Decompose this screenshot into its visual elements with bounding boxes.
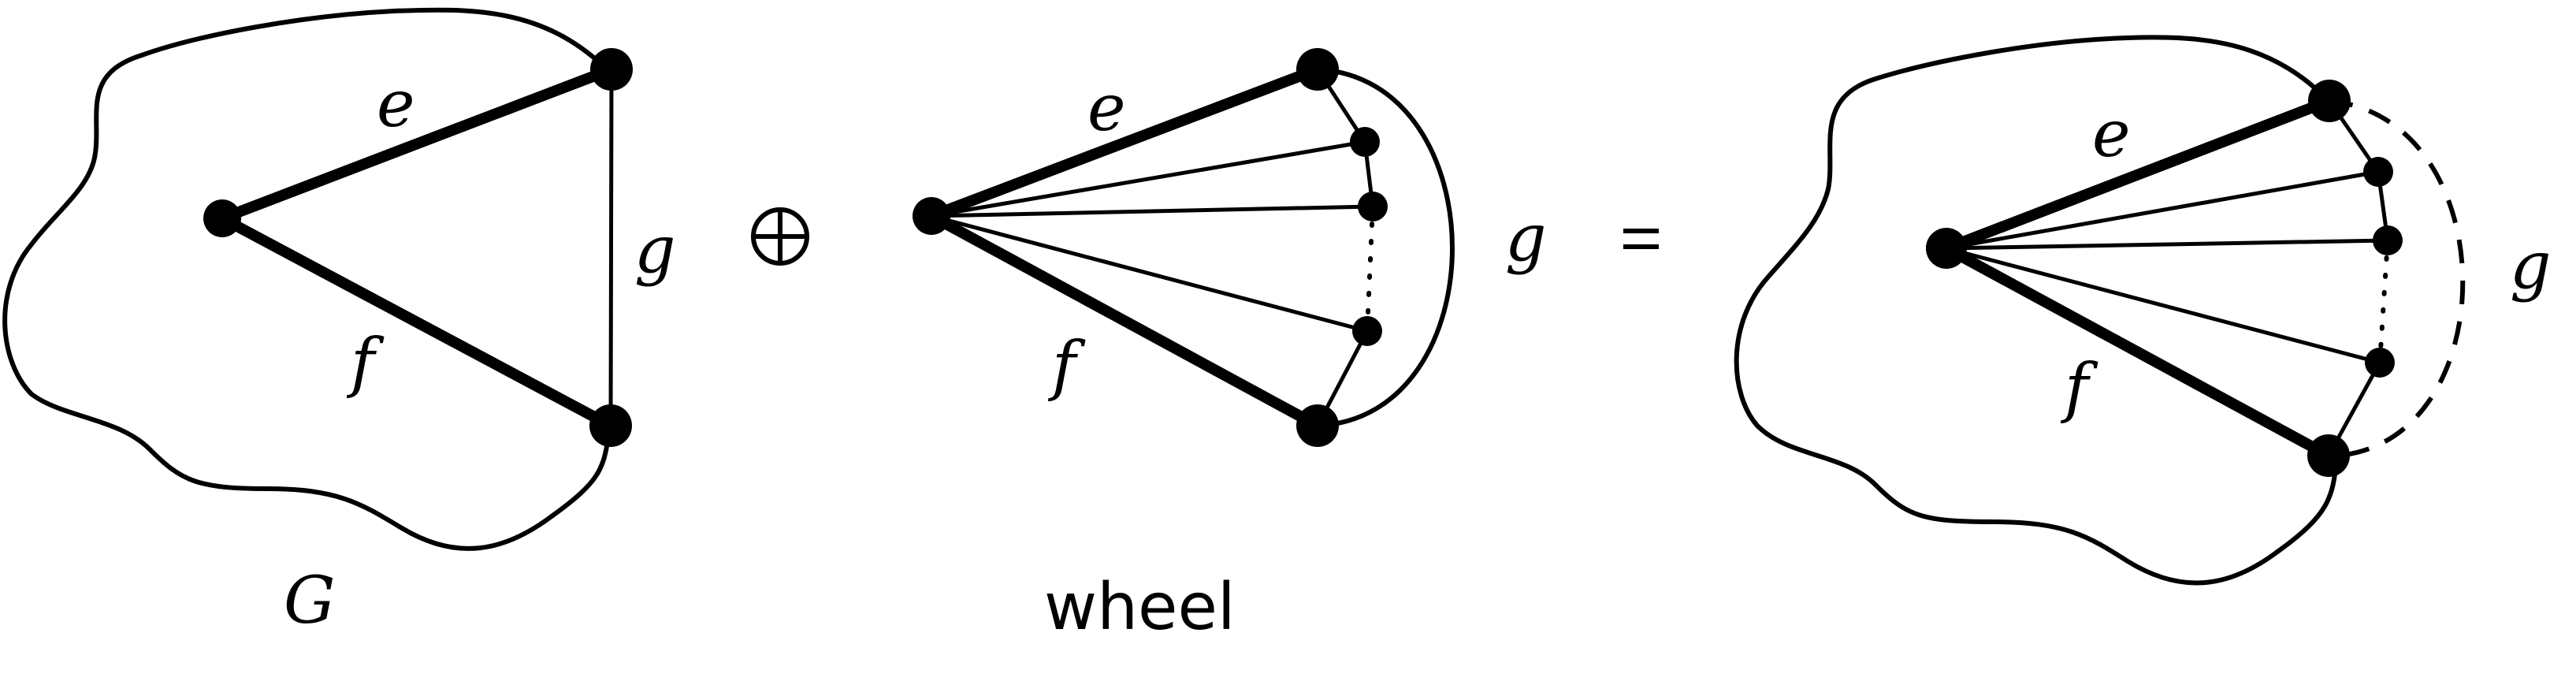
edge-e-label: e: [377, 67, 415, 142]
wheel-rim-vertex-3: [1358, 192, 1388, 222]
spoke-f: [926, 210, 1323, 431]
rim-dotted: [1365, 204, 1375, 333]
result-hub: [1926, 228, 1967, 269]
result-vertex-2: [2363, 157, 2393, 187]
wheel-rim-vertex-top: [1296, 48, 1339, 91]
equals-operator: [1623, 229, 1659, 249]
panel-graph-g: e f g G: [2, 7, 676, 638]
result-spoke-3: [1946, 238, 2388, 251]
edge-f: [217, 213, 616, 431]
edge-g-label: g: [634, 213, 676, 288]
region-boundary-g: [2, 7, 613, 551]
spoke-4: [931, 214, 1368, 333]
caption-wheel: wheel: [1044, 570, 1236, 645]
wheel-rim-vertex-bottom: [1296, 404, 1339, 447]
wheel-rim-vertex-2: [1350, 127, 1380, 157]
edge-e: [217, 64, 617, 224]
result-vertex-bottom: [2307, 434, 2350, 477]
wheel-edge-e-label: e: [1087, 71, 1126, 146]
edge-f-label: f: [346, 326, 385, 400]
result-vertex-top: [2308, 80, 2351, 122]
result-dashed-g: [2329, 99, 2466, 458]
spoke-e: [926, 64, 1323, 222]
panel-wheel: e f g wheel: [913, 48, 1547, 645]
result-edge-e-label: e: [2092, 97, 2131, 172]
vertex-bottom: [589, 404, 632, 447]
wheel-hub: [913, 197, 950, 235]
result-rim-dotted: [2377, 238, 2390, 365]
result-vertex-4: [2365, 348, 2395, 378]
vertex-hub: [203, 199, 241, 237]
wheel-edge-g-label: g: [1505, 201, 1547, 276]
vertex-top: [590, 48, 633, 91]
panel-result: e f g: [1734, 35, 2552, 586]
wheel-edge-f-label: f: [1047, 329, 1086, 404]
oplus-operator: [751, 207, 809, 266]
caption-g: G: [284, 564, 336, 638]
result-spoke-e: [1941, 95, 2335, 254]
result-spoke-f: [1941, 243, 2334, 461]
wheel-outer-arc: [1317, 67, 1455, 428]
result-edge-f-label: f: [2060, 351, 2098, 426]
spoke-3: [931, 204, 1373, 218]
result-edge-g-label: g: [2510, 229, 2552, 303]
result-spoke-4: [1946, 246, 2381, 365]
wheel-rim-vertex-4: [1352, 316, 1382, 346]
result-region-boundary: [1734, 35, 2340, 586]
spoke-2: [931, 140, 1366, 218]
result-vertex-3: [2373, 225, 2403, 255]
result-spoke-2: [1946, 169, 2379, 251]
